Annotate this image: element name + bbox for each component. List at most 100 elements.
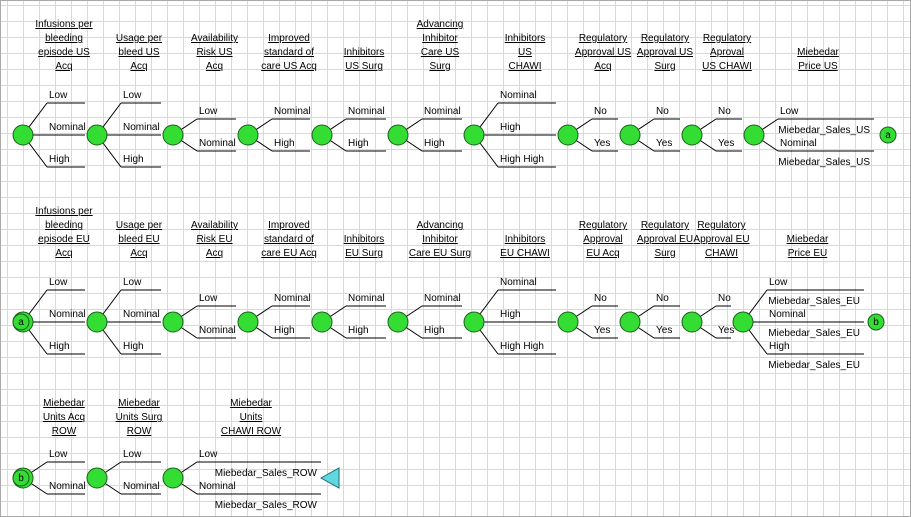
branch-label: Yes — [656, 325, 672, 336]
chance-node-circle[interactable] — [86, 467, 108, 489]
branch-label: High — [769, 341, 790, 352]
chance-node-circle[interactable] — [162, 311, 184, 333]
node-title-line: Approval US — [637, 47, 693, 58]
node-title-line: Aproval — [710, 47, 744, 58]
chance-node-circle[interactable] — [162, 124, 184, 146]
off-page-connector-in[interactable] — [12, 469, 30, 487]
outcome-label: Miebedar_Sales_ROW — [215, 500, 318, 511]
branch-label: High — [424, 325, 445, 336]
branch-label: Nominal — [123, 309, 160, 320]
chance-node-circle[interactable] — [681, 311, 703, 333]
branch-label: Yes — [718, 138, 734, 149]
outcome-label: Miebedar_Sales_EU — [768, 296, 860, 307]
chance-node-circle[interactable] — [237, 124, 259, 146]
chance-node-circle[interactable] — [681, 124, 703, 146]
branch-label: High — [274, 138, 295, 149]
node-title-line: care US Acq — [261, 61, 317, 72]
chance-node-circle[interactable] — [86, 124, 108, 146]
chance-node-circle[interactable] — [311, 124, 333, 146]
terminal-node[interactable] — [319, 467, 340, 489]
chance-node-circle[interactable] — [463, 311, 485, 333]
branch-label: Nominal — [123, 481, 160, 492]
branch-label: High — [348, 325, 369, 336]
node-title-line: Miebedar — [118, 398, 160, 409]
chance-node-circle[interactable] — [557, 124, 579, 146]
connector-label: b — [873, 317, 879, 328]
node-title-line: Regulatory — [641, 220, 689, 231]
node-title-line: Infusions per — [35, 206, 93, 217]
node-title-line: Acq — [55, 61, 72, 72]
branch-label: No — [656, 106, 669, 117]
branch-label: High — [348, 138, 369, 149]
node-title-line: Miebedar — [43, 398, 85, 409]
branch-label: Yes — [656, 138, 672, 149]
node-title-line: bleeding — [45, 33, 83, 44]
off-page-connector-out[interactable] — [867, 313, 885, 331]
off-page-connector-out[interactable] — [879, 126, 897, 144]
branch-label: Low — [199, 449, 218, 460]
chance-node-circle[interactable] — [162, 467, 184, 489]
node-title-line: Surg — [654, 248, 675, 259]
chance-node-circle[interactable] — [387, 311, 409, 333]
off-page-connector-in[interactable] — [12, 313, 30, 331]
node-title-line: Miebedar — [230, 398, 272, 409]
node-title-line: Care EU Surg — [409, 248, 471, 259]
chance-node-circle[interactable] — [619, 124, 641, 146]
node-title-line: CHAWI — [705, 248, 738, 259]
branch-label: Nominal — [769, 309, 806, 320]
chance-node-circle[interactable] — [619, 311, 641, 333]
node-title-line: Infusions per — [35, 19, 93, 30]
branch-label: No — [594, 293, 607, 304]
node-title-line: Risk US — [196, 47, 232, 58]
node-title-line: Acq — [130, 248, 147, 259]
branch-label: Nominal — [424, 106, 461, 117]
branch-label: Yes — [718, 325, 734, 336]
branch-label: Low — [123, 449, 142, 460]
connector-label: a — [18, 317, 24, 328]
chance-node-circle[interactable] — [463, 124, 485, 146]
chance-node-circle[interactable] — [86, 311, 108, 333]
branch-label: Nominal — [780, 138, 817, 149]
connector-label: b — [18, 473, 24, 484]
node-title-line: Surg — [429, 61, 450, 72]
chance-node-circle[interactable] — [743, 124, 765, 146]
node-title-line: Approval EU — [637, 234, 693, 245]
chance-node-circle[interactable] — [311, 311, 333, 333]
chance-node-circle[interactable] — [557, 311, 579, 333]
chance-node-circle[interactable] — [732, 311, 754, 333]
branch-label: High — [123, 154, 144, 165]
chance-node-circle[interactable] — [387, 124, 409, 146]
chance-node-circle[interactable] — [12, 124, 34, 146]
chance-node-circle[interactable] — [237, 311, 259, 333]
node-title-line: Improved — [268, 33, 310, 44]
node-title-line: EU Surg — [345, 248, 383, 259]
branch-label: Low — [780, 106, 799, 117]
node-title-line: ROW — [127, 426, 152, 437]
branch-label: Low — [49, 277, 68, 288]
